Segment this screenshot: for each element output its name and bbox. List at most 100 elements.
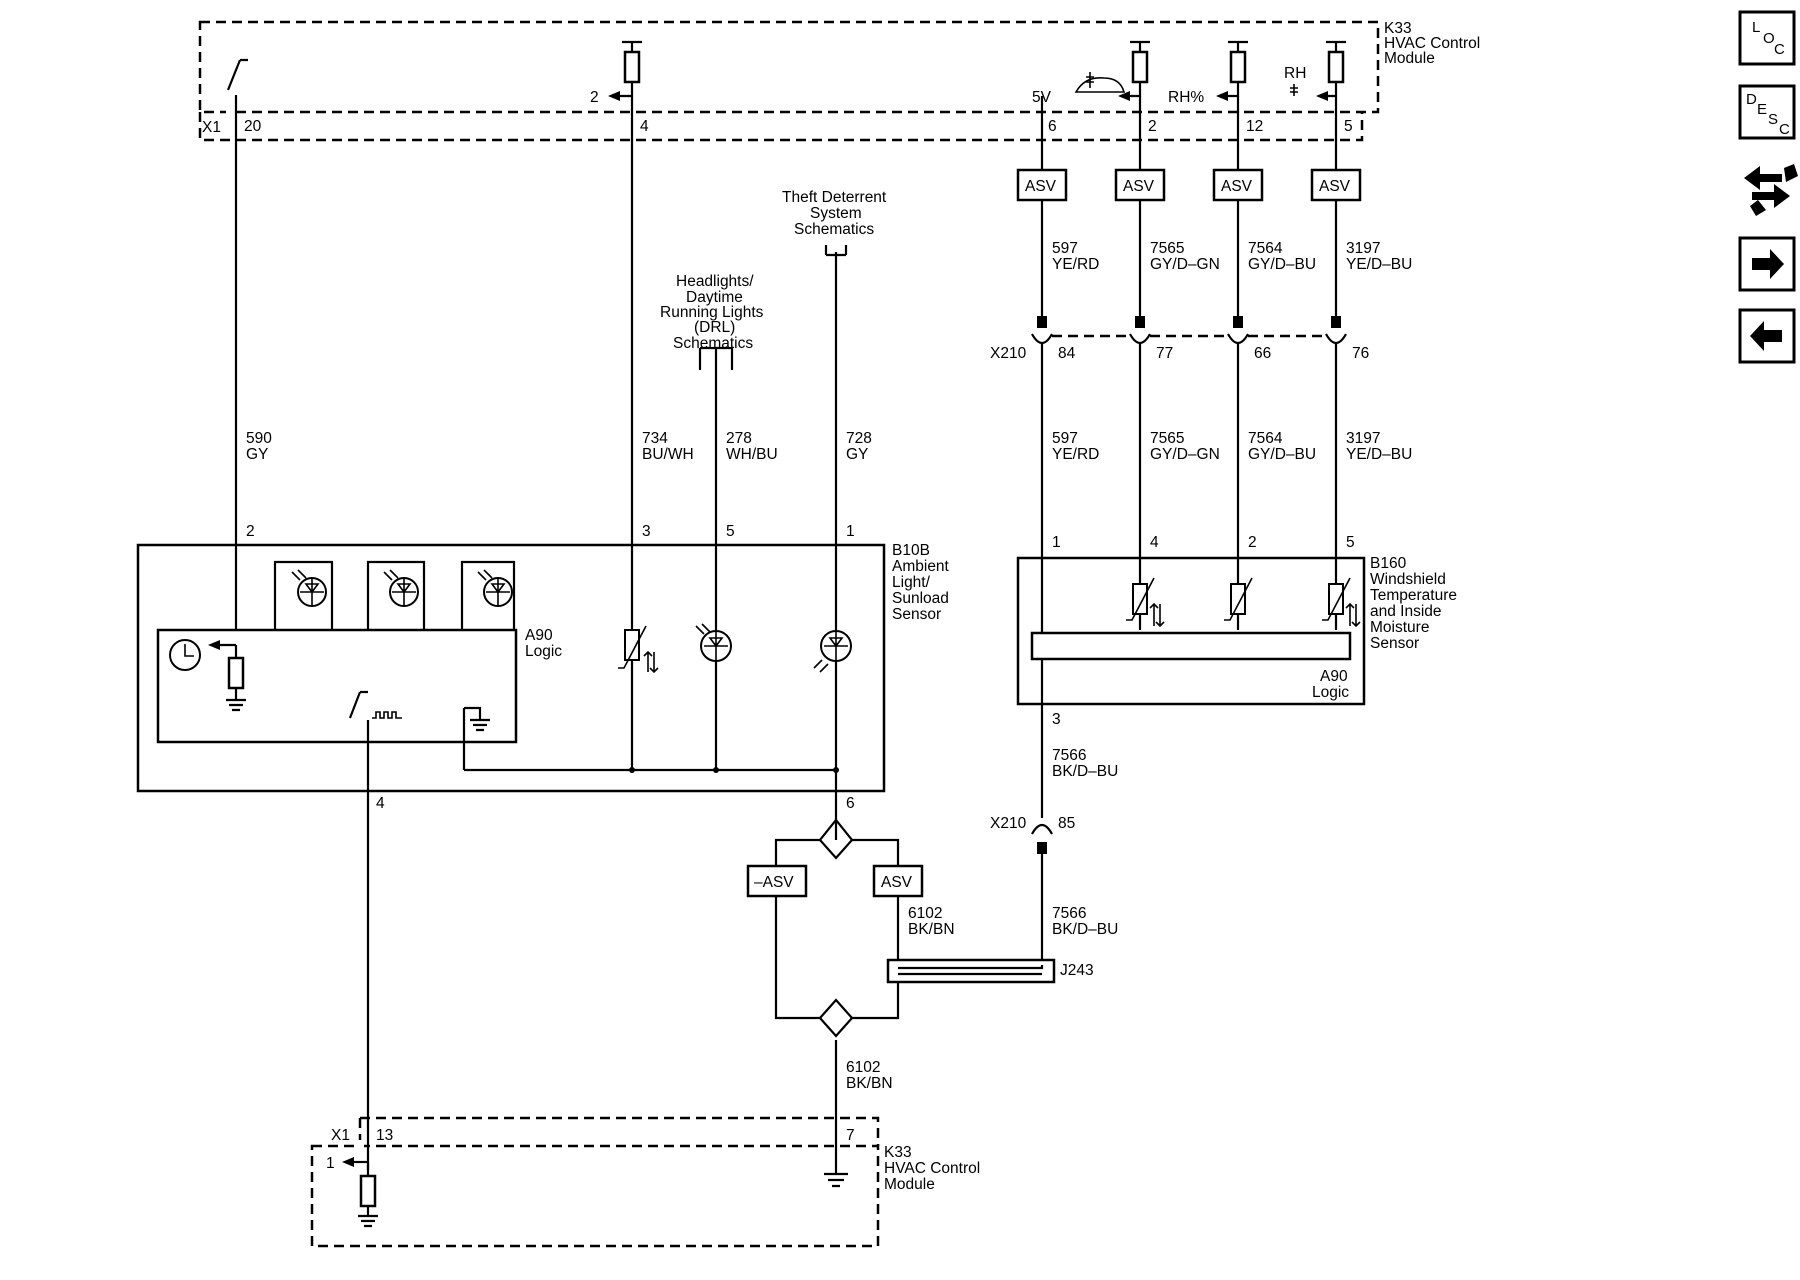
logic-ground-icon	[462, 706, 490, 770]
left-wire-labels: 590 GY 734 BU/WH 278 WH/BU 728 GY	[246, 430, 872, 463]
b10b-id: B10B	[892, 542, 930, 559]
wire-circuit: 597	[1052, 240, 1078, 257]
b10b-pin: 6	[846, 795, 855, 812]
k33-bottom-pin: 13	[376, 1127, 393, 1144]
b160-name-5: Sensor	[1370, 635, 1419, 652]
ground-icon	[824, 1170, 848, 1188]
k33-top-connector: X1	[202, 119, 221, 136]
description-button[interactable]: D E S C	[1738, 84, 1796, 140]
wire-color: YE/D–BU	[1346, 256, 1412, 273]
x210-pin: 76	[1352, 345, 1369, 362]
k33-top-module: K33 HVAC Control Module X1	[198, 20, 1480, 142]
rh-input-resistor-icon	[1216, 40, 1248, 101]
wires	[234, 96, 1338, 1170]
input-resistor-icon	[1118, 40, 1150, 101]
next-button[interactable]	[1738, 236, 1796, 292]
wire-color: BK/D–BU	[1052, 921, 1118, 938]
photodiode-icon	[366, 560, 426, 630]
rh-percent-label: RH%	[1168, 89, 1204, 106]
k33-top-pin: 5	[1344, 118, 1353, 135]
b10b-logic-name: Logic	[525, 643, 562, 660]
asv-label: ASV	[1123, 178, 1155, 195]
upper-wire-labels: 597 YE/RD 7565 GY/D–GN 7564 GY/D–BU 3197…	[1052, 240, 1412, 273]
b160-id: B160	[1370, 555, 1407, 572]
wire-circuit: 278	[726, 430, 752, 447]
wire-color: BK/BN	[846, 1075, 893, 1092]
wire-color: YE/RD	[1052, 446, 1099, 463]
headlights-ref-line2: Daytime	[686, 289, 743, 306]
back-button[interactable]	[1738, 308, 1796, 364]
x210-bottom-pin: 85	[1058, 815, 1075, 832]
x210-top-connector: X210 84 77 66 76	[990, 316, 1369, 362]
photodiode-icon	[460, 560, 516, 630]
b160-name-3: and Inside	[1370, 603, 1442, 620]
location-button[interactable]: L O C	[1738, 10, 1796, 66]
b10b-pin: 2	[246, 523, 255, 540]
k33-bottom-module: X1 13 7 K33 HVAC Control Module 1	[310, 1116, 980, 1248]
b10b-pin: 4	[376, 795, 385, 812]
wire-circuit: 6102	[846, 1059, 880, 1076]
k33-top-pin: 2	[1148, 118, 1157, 135]
theft-ref-line3: Schematics	[794, 221, 874, 238]
b10b-name-1: Ambient	[892, 558, 950, 575]
x210-pin: 77	[1156, 345, 1173, 362]
wire-circuit: 7566	[1052, 905, 1086, 922]
arrow-right-icon	[1752, 249, 1784, 279]
thermistor-icon	[618, 625, 659, 674]
loc-letter: L	[1752, 19, 1760, 36]
b10b-name-4: Sensor	[892, 606, 941, 623]
asv-label: ASV	[1025, 178, 1057, 195]
lower-wire-labels: 597 YE/RD 7565 GY/D–GN 7564 GY/D–BU 3197…	[1052, 430, 1412, 463]
x210-pin: 84	[1058, 345, 1076, 362]
humidity-sensor-icon	[1322, 577, 1361, 628]
thermistor-icon	[1126, 577, 1165, 628]
b10b-logic-id: A90	[525, 627, 553, 644]
indicator-led-icon	[813, 630, 852, 673]
k33-bottom-id: K33	[884, 1144, 912, 1161]
asv-label: ASV	[1221, 178, 1253, 195]
b10b-sensor: 2 3 5 1 B10B Ambient Light/ Sunload Sens…	[136, 523, 950, 812]
k33-top-pin: 6	[1048, 118, 1057, 135]
wire-circuit: 734	[642, 430, 668, 447]
desc-letter: C	[1779, 121, 1790, 138]
wire-color: YE/RD	[1052, 256, 1099, 273]
x210-bottom-connector: X210 85	[990, 815, 1075, 854]
rh-label: RH	[1284, 65, 1306, 82]
b10b-pin: 3	[642, 523, 651, 540]
headlights-ref-line4: (DRL)	[694, 319, 735, 336]
photodiode-icon	[273, 560, 334, 630]
repair-procedures-icon[interactable]	[1744, 164, 1798, 216]
wire-circuit: 7566	[1052, 747, 1086, 764]
b160-pin: 5	[1346, 534, 1355, 551]
k33-top-pin: 4	[640, 118, 649, 135]
wire-color: GY/D–GN	[1150, 256, 1220, 273]
b160-logic-id: A90	[1320, 668, 1348, 685]
wire-color: BK/D–BU	[1052, 763, 1118, 780]
b160-pin: 4	[1150, 534, 1159, 551]
b10b-name-2: Light/	[892, 574, 931, 591]
wire-color: WH/BU	[726, 446, 778, 463]
loc-letter: C	[1774, 41, 1785, 58]
wire-circuit: 597	[1052, 430, 1078, 447]
k33-top-id: K33	[1384, 20, 1412, 37]
k33-bottom-name-2: Module	[884, 1176, 935, 1193]
theft-ref-line2: System	[810, 205, 862, 222]
logic-resistor-icon	[208, 640, 246, 712]
x210-pin: 66	[1254, 345, 1271, 362]
x210-bottom-label: X210	[990, 815, 1027, 832]
k33-top-pin: 12	[1246, 118, 1263, 135]
wire-circuit: 590	[246, 430, 272, 447]
b10b-pin: 1	[846, 523, 855, 540]
arrow-left-icon	[1750, 321, 1782, 351]
headlights-ref-line3: Running Lights	[660, 304, 764, 321]
b160-pin: 2	[1248, 534, 1257, 551]
wire-circuit: 7564	[1248, 240, 1283, 257]
k33-bottom-ref: 1	[326, 1155, 335, 1172]
wire-color: GY	[846, 446, 868, 463]
b160-pin: 3	[1052, 711, 1061, 728]
switch-icon	[226, 58, 248, 102]
headlights-ref-line1: Headlights/	[676, 273, 754, 290]
wire-color: GY	[246, 446, 268, 463]
wire-circuit: 728	[846, 430, 872, 447]
